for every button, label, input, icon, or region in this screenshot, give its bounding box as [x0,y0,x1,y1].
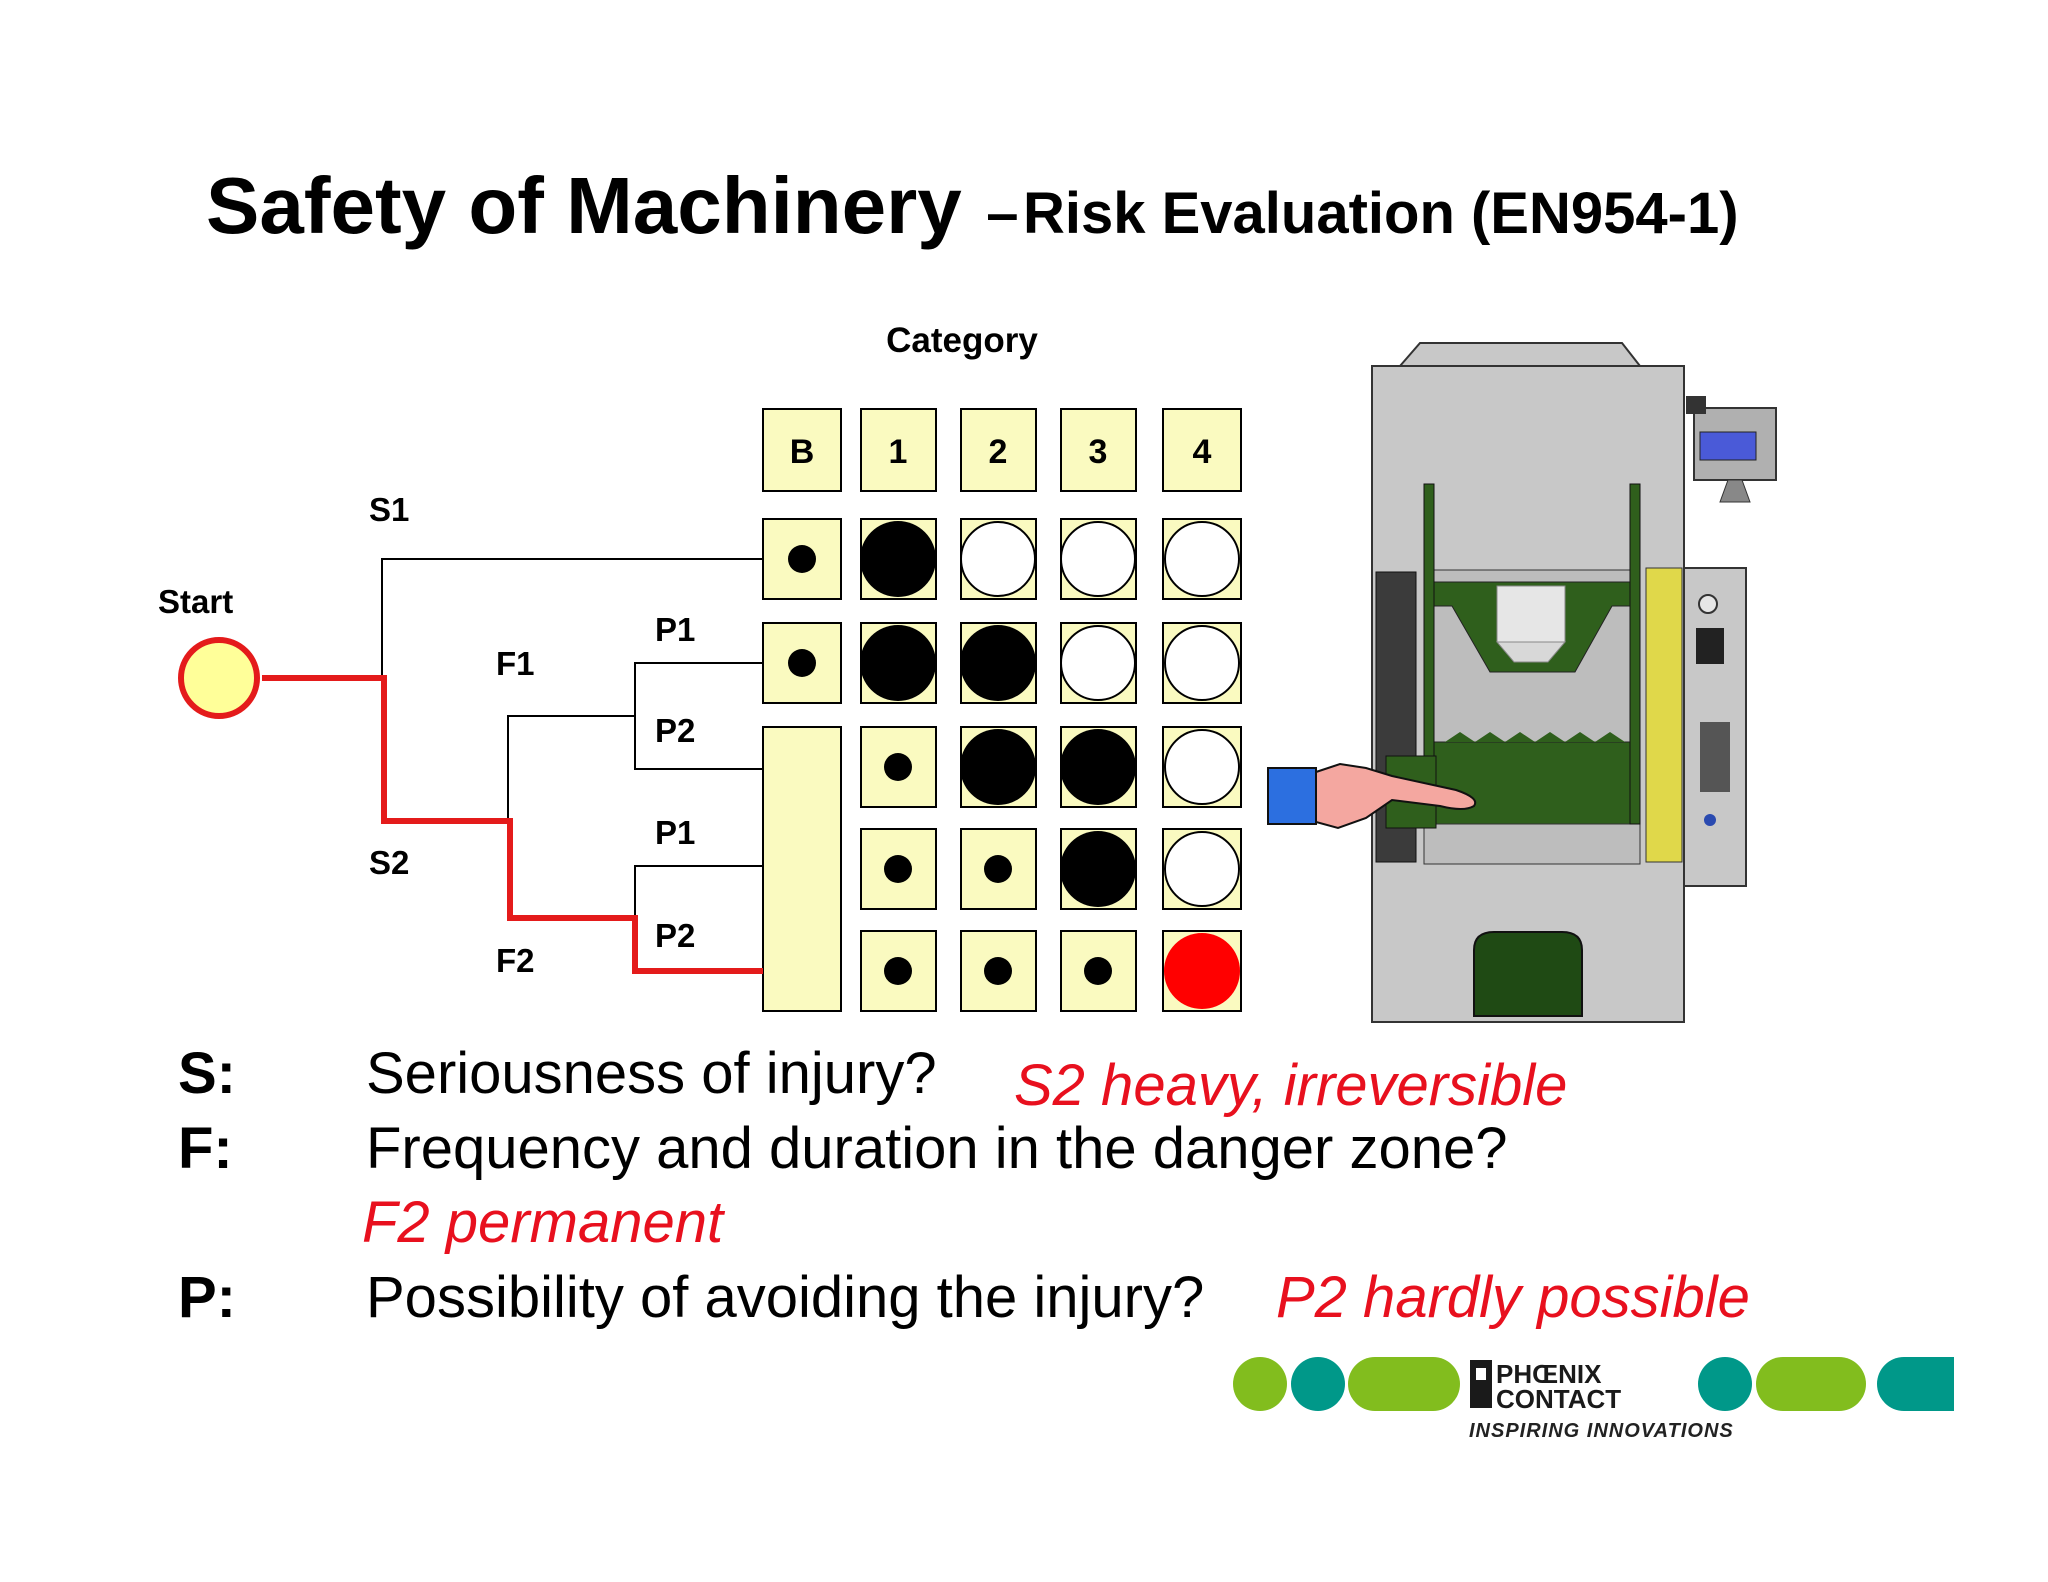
press-machine-icon [1371,342,1777,1023]
question-key-s: S: [178,1041,236,1106]
press-tool-teeth [1445,732,1625,742]
matrix-circle-open [1060,625,1136,701]
page-title: Safety of Machinery – Risk Evaluation (E… [206,160,1739,252]
matrix-circle-filled [860,625,936,701]
title-sub: Risk Evaluation (EN954-1) [1022,181,1739,246]
label-s2: S2 [369,844,409,881]
category-headers: B 1 2 3 4 [762,408,1242,492]
press-top-cap [1397,342,1643,367]
hand-icon [1267,762,1477,830]
answer-s: S2 heavy, irreversible [1014,1053,1568,1118]
label-p2-lower: P2 [655,917,695,954]
motor-cap [1686,396,1706,414]
press-ram-cylinder [1496,585,1566,643]
header-label-4: 4 [1193,433,1212,471]
label-p1-lower: P1 [655,814,695,851]
header-cell-1 [860,408,937,492]
press-column-right [1629,483,1641,825]
branch-p1-lower-line [634,865,763,918]
question-text-s: Seriousness of injury? [366,1041,937,1106]
category-matrix [762,518,1242,1012]
branch-p2-upper-line [634,716,763,770]
header-cell-2 [960,408,1037,492]
matrix-cell-merged [762,726,842,1012]
start-node [178,637,260,719]
control-switch [1696,628,1724,664]
category-label: Category [886,321,1038,360]
start-label: Start [158,583,233,620]
press-ram-cone [1495,641,1567,663]
motor-icon [1686,396,1777,503]
header-label-b: B [790,433,815,471]
control-indicator [1698,594,1718,614]
matrix-circle-open [1164,521,1240,597]
motor-bracket [1719,479,1751,503]
press-base-band [1423,823,1641,865]
question-key-f: F: [178,1116,233,1181]
question-text-p: Possibility of avoiding the injury? [366,1265,1205,1330]
matrix-dot [884,855,912,883]
title-main: Safety of Machinery [206,161,962,250]
control-buttons [1700,722,1730,792]
label-p1-upper: P1 [655,611,695,648]
selected-category-circle [1164,933,1240,1009]
motor-window [1699,431,1757,461]
header-cell-4 [1162,408,1242,492]
header-cell-b [762,408,842,492]
header-label-3: 3 [1089,433,1108,471]
matrix-dot [984,957,1012,985]
control-knob [1704,814,1716,826]
branch-p1-upper-line [634,662,763,716]
hand-sleeve [1267,767,1317,825]
selected-path-line [262,675,763,974]
matrix-dot [884,753,912,781]
matrix-dot [1084,957,1112,985]
header-cell-3 [1060,408,1137,492]
matrix-circle-filled [1060,831,1136,907]
press-guard-right [1645,567,1683,863]
matrix-circle-filled [860,521,936,597]
answer-f: F2 permanent [362,1190,724,1255]
matrix-circle-open [1164,831,1240,907]
matrix-dot [788,649,816,677]
matrix-circle-open [1164,625,1240,701]
matrix-circle-open [960,521,1036,597]
press-door [1473,931,1583,1017]
matrix-dot [788,545,816,573]
label-f1: F1 [496,645,535,682]
question-key-p: P: [178,1265,236,1330]
matrix-dot [984,855,1012,883]
matrix-circle-filled [960,625,1036,701]
matrix-circle-open [1060,521,1136,597]
matrix-circle-open [1164,729,1240,805]
answer-p: P2 hardly possible [1276,1265,1750,1330]
press-tool-zone [1427,741,1637,825]
matrix-dot [884,957,912,985]
title-separator: – [986,181,1019,246]
hand-shape [1315,762,1477,830]
branch-f1-line [507,715,635,822]
label-f2: F2 [496,942,535,979]
label-p2-upper: P2 [655,712,695,749]
header-label-1: 1 [889,433,908,471]
question-text-f: Frequency and duration in the danger zon… [366,1116,1508,1181]
header-label-2: 2 [989,433,1008,471]
label-s1: S1 [369,491,409,528]
matrix-circle-filled [960,729,1036,805]
matrix-circle-filled [1060,729,1136,805]
risk-graph-tree [381,558,763,918]
branch-s1-line [381,558,763,678]
logo-tagline: INSPIRING INNOVATIONS [1469,1420,1734,1442]
